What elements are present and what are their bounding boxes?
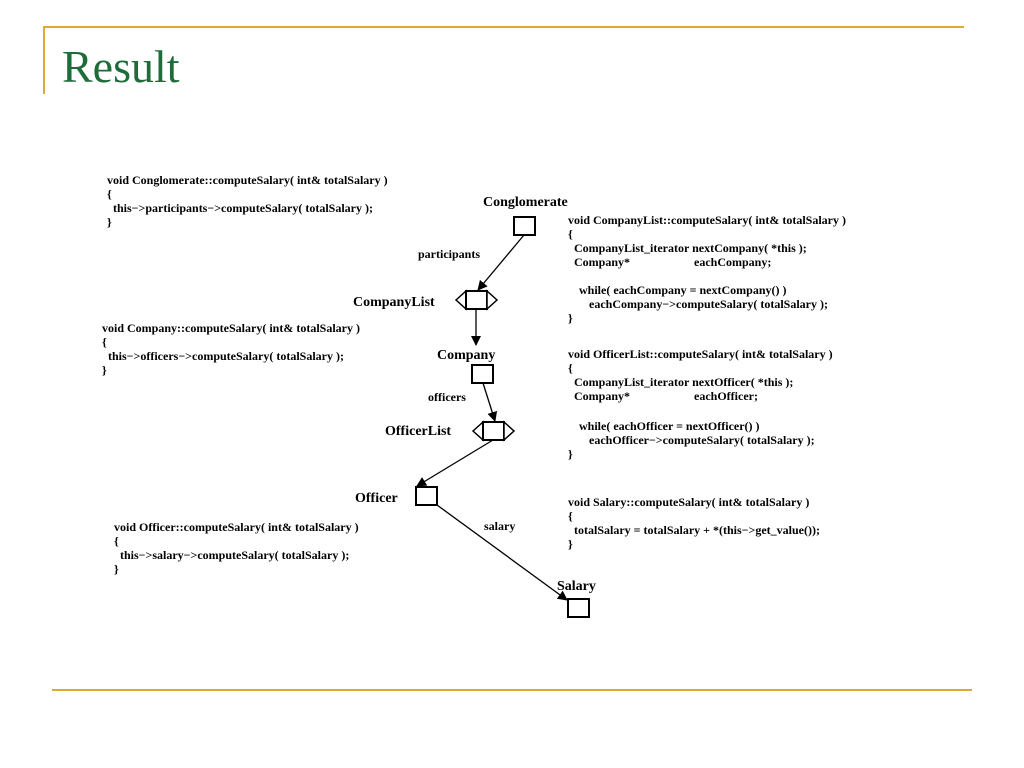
code-officer-list: void OfficerList::computeSalary( int& to… bbox=[568, 347, 833, 461]
code-officer: void Officer::computeSalary( int& totalS… bbox=[114, 520, 359, 576]
code-line: while( eachCompany = nextCompany() ) bbox=[579, 283, 787, 297]
node-officer bbox=[415, 486, 438, 506]
title-accent-tick bbox=[43, 26, 45, 94]
code-line: } bbox=[107, 215, 112, 229]
code-line: void Conglomerate::computeSalary( int& t… bbox=[107, 173, 388, 187]
edge-officers bbox=[482, 382, 498, 422]
code-conglomerate: void Conglomerate::computeSalary( int& t… bbox=[107, 173, 388, 229]
code-line: eachCompany−>computeSalary( totalSalary … bbox=[589, 297, 828, 311]
footer-rule bbox=[52, 689, 972, 691]
node-conglomerate bbox=[513, 216, 536, 236]
node-label-conglomerate: Conglomerate bbox=[483, 195, 568, 210]
slide-title: Result bbox=[62, 41, 180, 92]
code-line: } bbox=[114, 562, 119, 576]
code-line: eachOfficer; bbox=[694, 389, 758, 403]
code-line: { bbox=[568, 361, 573, 375]
code-line: this−>participants−>computeSalary( total… bbox=[107, 201, 373, 215]
code-company-list: void CompanyList::computeSalary( int& to… bbox=[568, 213, 846, 325]
node-label-salary: Salary bbox=[557, 579, 596, 594]
code-line: CompanyList_iterator nextOfficer( *this … bbox=[568, 375, 793, 389]
node-label-officer-list: OfficerList bbox=[385, 424, 451, 439]
edge-label-salary: salary bbox=[484, 519, 515, 533]
code-line: CompanyList_iterator nextCompany( *this … bbox=[568, 241, 807, 255]
code-salary: void Salary::computeSalary( int& totalSa… bbox=[568, 495, 820, 551]
code-line: eachOfficer−>computeSalary( totalSalary … bbox=[589, 433, 815, 447]
node-company-list bbox=[454, 289, 499, 311]
node-label-company-list: CompanyList bbox=[353, 295, 435, 310]
code-company: void Company::computeSalary( int& totalS… bbox=[102, 321, 360, 377]
code-line: } bbox=[568, 447, 573, 461]
edge-officer-list-to-officer bbox=[416, 439, 494, 487]
code-line: eachCompany; bbox=[694, 255, 771, 269]
code-line: { bbox=[568, 509, 573, 523]
code-line: void Officer::computeSalary( int& totalS… bbox=[114, 520, 359, 534]
node-label-company: Company bbox=[437, 348, 495, 363]
code-line: void Company::computeSalary( int& totalS… bbox=[102, 321, 360, 335]
node-label-officer: Officer bbox=[355, 491, 398, 506]
code-line: Company* bbox=[568, 389, 630, 403]
edge-participants bbox=[477, 234, 525, 291]
code-line: { bbox=[114, 534, 119, 548]
node-company bbox=[471, 364, 494, 384]
edge-label-participants: participants bbox=[418, 247, 480, 261]
code-line: totalSalary = totalSalary + *(this−>get_… bbox=[568, 523, 820, 537]
code-line: Company* bbox=[568, 255, 630, 269]
code-line: { bbox=[107, 187, 112, 201]
node-salary bbox=[567, 598, 590, 618]
code-line: while( eachOfficer = nextOfficer() ) bbox=[579, 419, 760, 433]
edge-label-officers: officers bbox=[428, 390, 466, 404]
code-line: void CompanyList::computeSalary( int& to… bbox=[568, 213, 846, 227]
code-line: } bbox=[568, 311, 573, 325]
title-accent-bar bbox=[43, 26, 964, 28]
code-line: } bbox=[102, 363, 107, 377]
code-line: void Salary::computeSalary( int& totalSa… bbox=[568, 495, 809, 509]
code-line: } bbox=[568, 537, 573, 551]
code-line: void OfficerList::computeSalary( int& to… bbox=[568, 347, 833, 361]
node-officer-list bbox=[471, 420, 516, 442]
code-line: this−>salary−>computeSalary( totalSalary… bbox=[114, 548, 349, 562]
code-line: { bbox=[568, 227, 573, 241]
code-line: this−>officers−>computeSalary( totalSala… bbox=[102, 349, 344, 363]
edge-salary bbox=[436, 504, 568, 601]
code-line: { bbox=[102, 335, 107, 349]
